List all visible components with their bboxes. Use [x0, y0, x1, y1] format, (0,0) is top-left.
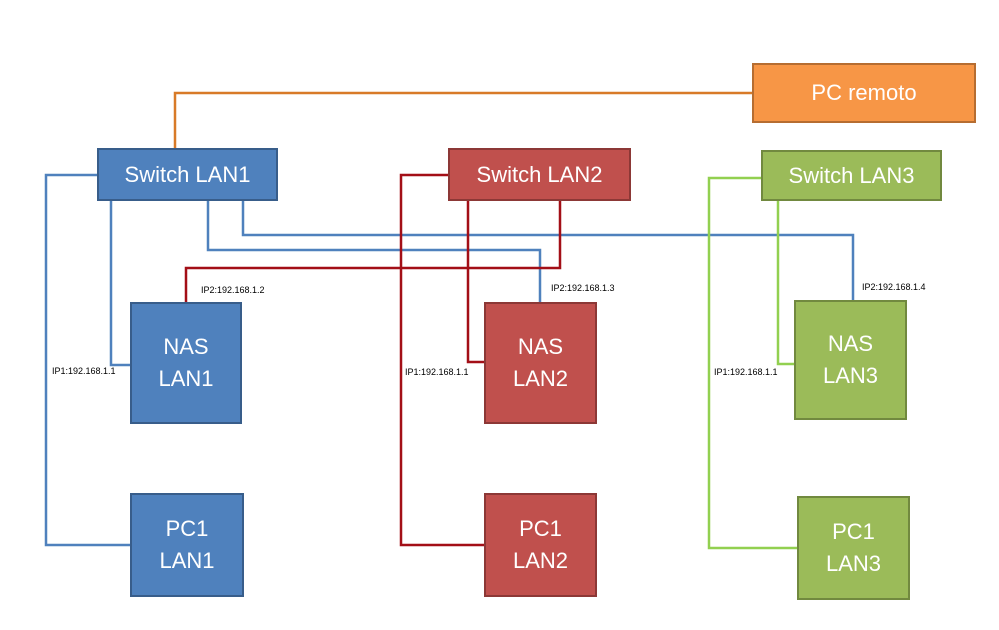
nas-lan1-ip1-label: IP1:192.168.1.1: [52, 366, 116, 376]
nas-lan2-ip1-label: IP1:192.168.1.1: [405, 367, 469, 377]
nas-lan3-ip1-label: IP1:192.168.1.1: [714, 367, 778, 377]
nas-lan3-label-line1: NAS: [827, 331, 874, 356]
wire-switch-lan1-to-pc1-lan1: [44, 173, 130, 547]
wire-switch-lan3-to-pc1-lan3: [707, 176, 797, 550]
nas-lan3-label-line2: LAN3: [822, 363, 879, 388]
wire-switch-lan2-to-nas-lan1: [184, 201, 562, 302]
pc-remoto-node: PC remoto: [752, 63, 976, 123]
nas-lan1-node: NAS LAN1: [130, 302, 242, 424]
nas-lan2-label-line1: NAS: [517, 334, 564, 359]
nas-lan3-ip2-label: IP2:192.168.1.4: [862, 282, 926, 292]
wire-switch-lan2-to-pc1-lan2: [399, 173, 484, 547]
switch-lan3-label: Switch LAN3: [788, 162, 915, 188]
nas-lan1-label-line1: NAS: [163, 334, 209, 359]
wire-switch-lan1-to-nas-lan2: [206, 201, 542, 302]
pc1-lan1-label-line1: PC1: [165, 516, 209, 541]
pc1-lan3-label-line1: PC1: [832, 519, 875, 544]
nas-lan1-ip2-label: IP2:192.168.1.2: [201, 285, 265, 295]
pc1-lan3-node: PC1 LAN3: [797, 496, 910, 600]
switch-lan3-node: Switch LAN3: [761, 150, 942, 201]
pc1-lan3-label-line2: LAN3: [825, 551, 882, 576]
pc1-lan2-label-line2: LAN2: [512, 548, 569, 573]
nas-lan2-ip2-label: IP2:192.168.1.3: [551, 283, 615, 293]
pc1-lan1-node: PC1 LAN1: [130, 493, 244, 597]
switch-lan1-label: Switch LAN1: [124, 161, 251, 187]
wire-switch-lan2-to-nas-lan2: [466, 201, 484, 364]
nas-lan3-node: NAS LAN3: [794, 300, 907, 420]
switch-lan2-label: Switch LAN2: [476, 161, 603, 187]
pc-remoto-label: PC remoto: [811, 80, 917, 105]
pc1-lan2-label-line1: PC1: [519, 516, 562, 541]
wire-switch-lan1-to-pc-remoto: [173, 91, 752, 148]
nas-lan1-label-line2: LAN1: [158, 366, 214, 391]
nas-lan2-label-line2: LAN2: [512, 366, 569, 391]
switch-lan2-node: Switch LAN2: [448, 148, 631, 201]
wire-switch-lan3-to-nas-lan3: [776, 201, 794, 366]
pc1-lan1-label-line2: LAN1: [159, 548, 215, 573]
wire-switch-lan1-to-nas-lan1: [109, 201, 130, 367]
switch-lan1-node: Switch LAN1: [97, 148, 278, 201]
wire-switch-lan1-to-nas-lan3: [241, 201, 855, 300]
nas-lan2-node: NAS LAN2: [484, 302, 597, 424]
pc1-lan2-node: PC1 LAN2: [484, 493, 597, 597]
